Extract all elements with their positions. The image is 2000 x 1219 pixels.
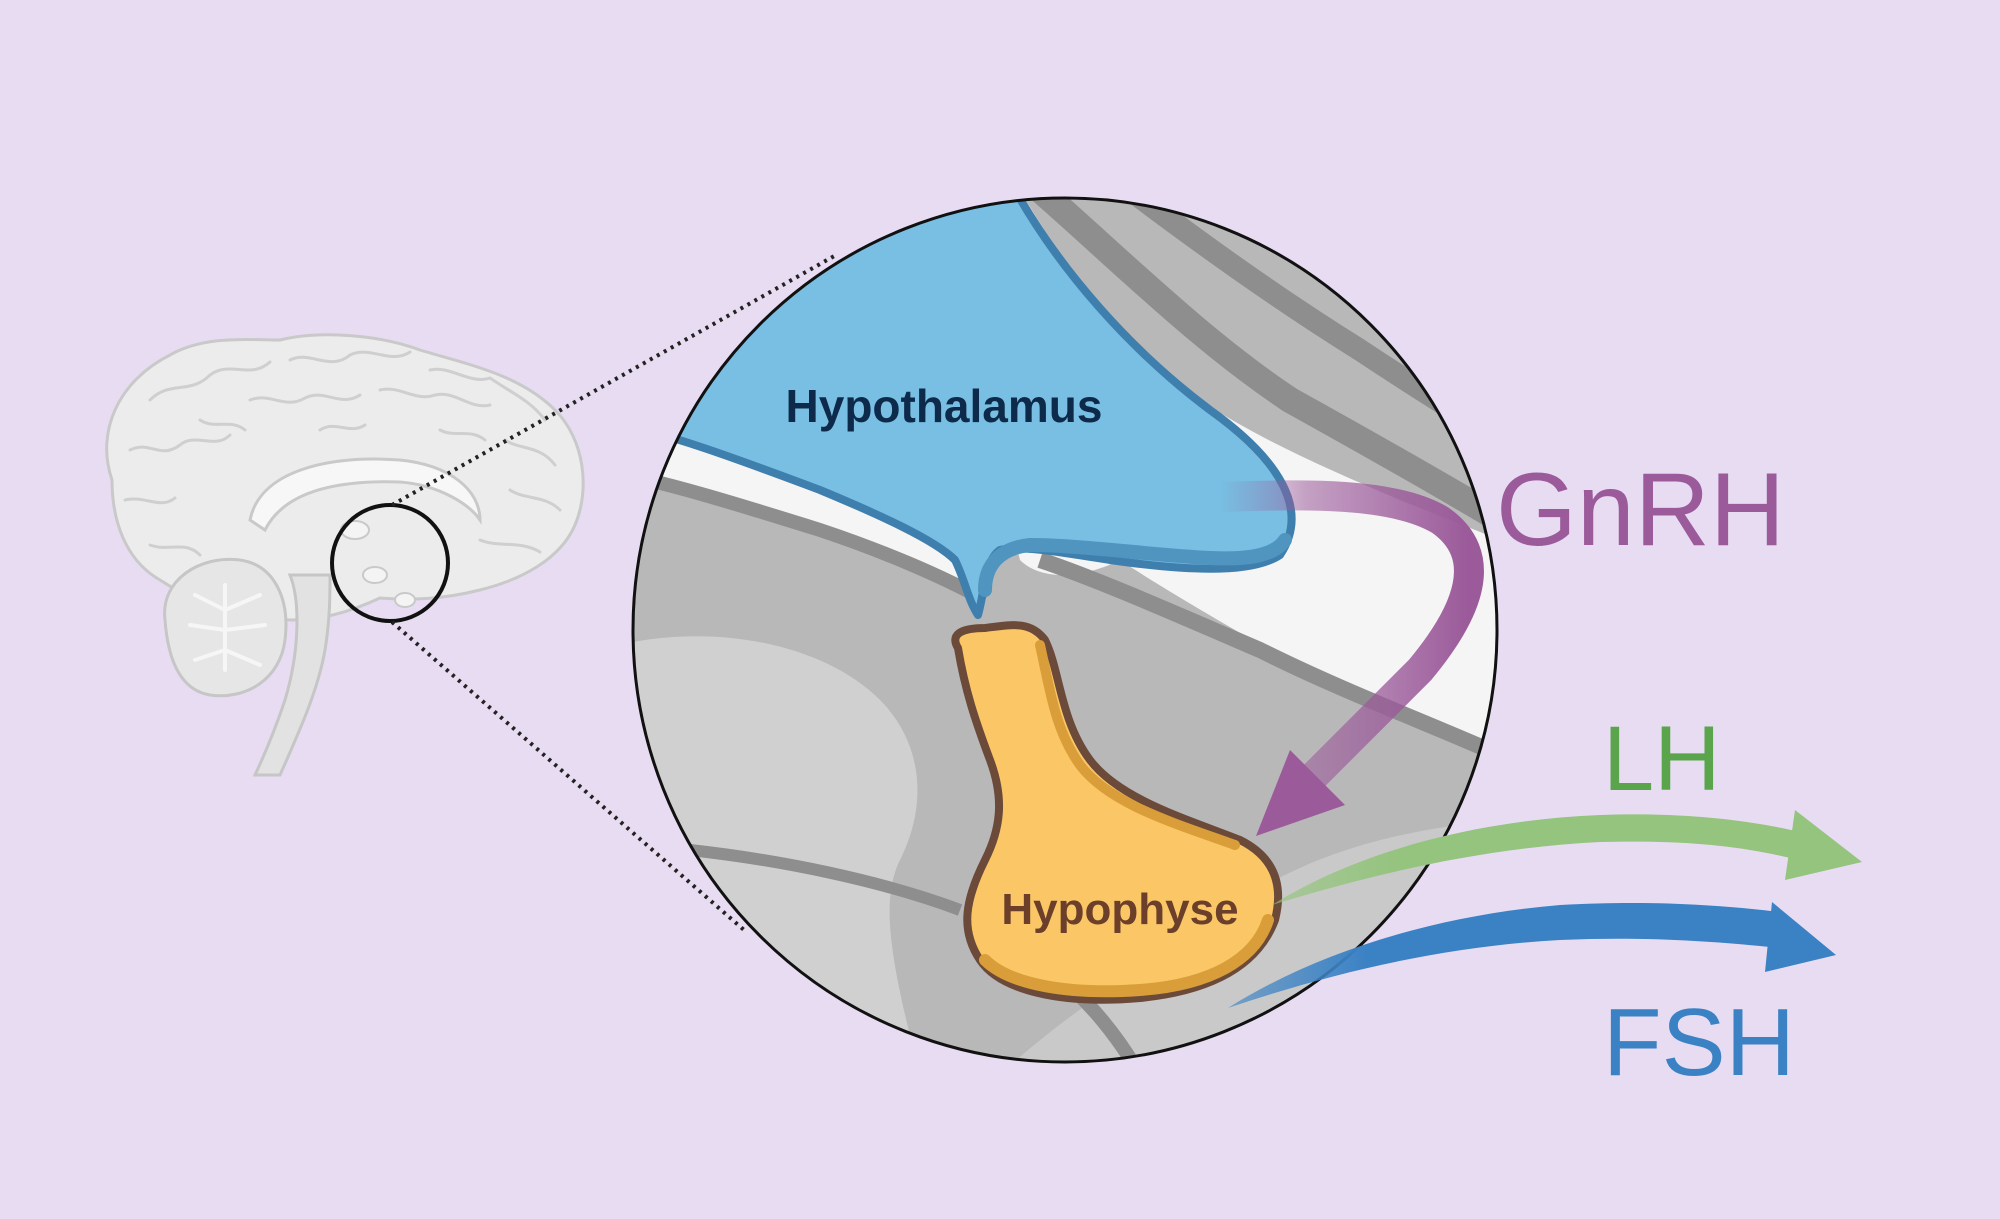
fsh-label: FSH — [1603, 989, 1795, 1096]
gnrh-arrow — [1219, 480, 1484, 836]
zoom-lines — [390, 253, 837, 932]
gnrh-label: GnRH — [1496, 452, 1785, 568]
hypophyse-label: Hypophyse — [1001, 885, 1238, 934]
hypothalamus-label: Hypothalamus — [786, 380, 1103, 432]
zoom-view — [631, 196, 1499, 1064]
lh-arrow — [1272, 810, 1862, 905]
magnifier-circle — [330, 503, 450, 623]
lh-label: LH — [1603, 708, 1721, 810]
zoom-circle-border — [631, 196, 1499, 1064]
brain-sagittal-icon — [105, 333, 585, 777]
fsh-arrow — [1228, 902, 1836, 1008]
